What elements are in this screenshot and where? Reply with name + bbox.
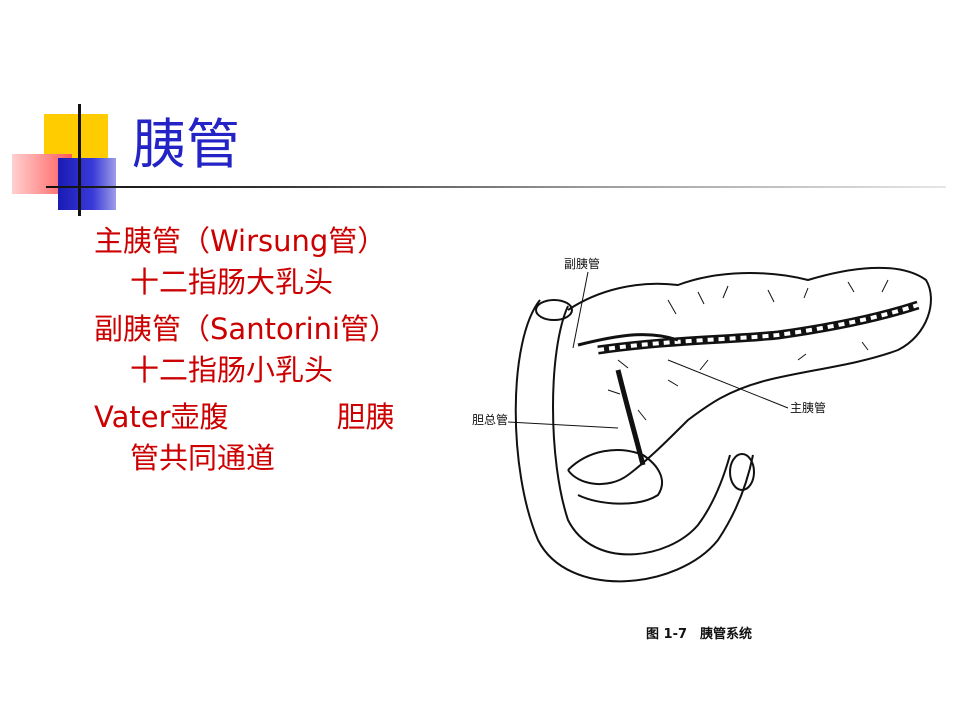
duodenum-outline — [514, 299, 754, 583]
title-underline — [46, 186, 946, 188]
bullet-term: 副胰管 — [94, 312, 182, 346]
bullet-paren: （Santorini管） — [181, 312, 399, 346]
duodenum-lower-opening — [729, 453, 755, 491]
blue-accent-square — [58, 158, 116, 210]
bullet-item-main-duct: 主胰管（Wirsung管） 十二指肠大乳头 — [94, 220, 454, 302]
bullet-detail: 十二指肠大乳头 — [130, 265, 334, 299]
bullet-detail: 十二指肠小乳头 — [130, 353, 334, 387]
label-common-bile-duct: 胆总管 — [472, 412, 508, 427]
accessory-duct-drawing — [577, 333, 679, 347]
duodenum-upper-opening — [535, 299, 573, 321]
bullet-item-accessory-duct: 副胰管（Santorini管） 十二指肠小乳头 — [94, 308, 454, 390]
label-main-duct: 主胰管 — [790, 400, 826, 415]
page-title: 胰管 — [132, 113, 240, 176]
vertical-divider — [78, 104, 81, 216]
bullet-tail: 胆胰 — [336, 400, 395, 434]
bullet-list: 主胰管（Wirsung管） 十二指肠大乳头 副胰管（Santorini管） 十二… — [94, 220, 454, 484]
pancreas-duct-diagram: 副胰管 胆总管 主胰管 图 1-7 胰管系统 — [472, 256, 932, 642]
common-bile-duct-drawing — [615, 369, 646, 466]
bullet-term: 主胰管 — [94, 224, 182, 258]
pancreas-outline — [567, 266, 932, 486]
label-accessory-duct: 副胰管 — [564, 256, 600, 271]
bullet-term: Vater壶腹 — [94, 400, 229, 434]
bullet-paren: （Wirsung管） — [181, 224, 387, 258]
bullet-item-vater-ampulla: Vater壶腹 胆胰 管共同通道 — [94, 396, 454, 478]
figure-caption: 胰管系统 — [700, 626, 752, 642]
bullet-detail: 管共同通道 — [130, 441, 276, 475]
figure-number: 图 1-7 — [646, 627, 687, 642]
main-duct-drawing — [597, 300, 920, 355]
